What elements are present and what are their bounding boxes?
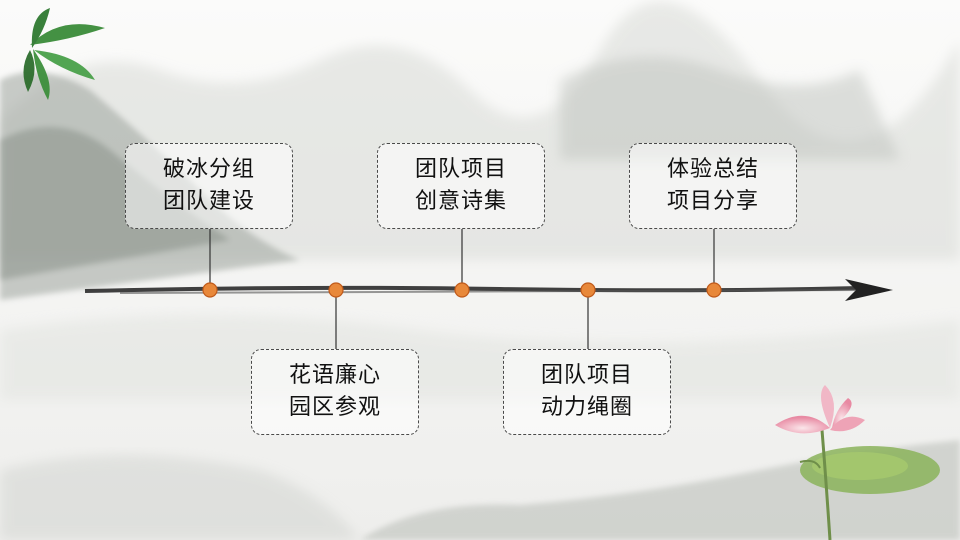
stage-line-2: 团队建设 — [162, 189, 255, 214]
stage-line-1: 团队项目 — [414, 157, 507, 182]
stage-box: 破冰分组团队建设 — [125, 143, 293, 229]
stage-line-2: 创意诗集 — [414, 189, 507, 214]
timeline-arrowhead — [845, 279, 893, 301]
bamboo-leaves-decoration — [23, 8, 105, 100]
lotus-decoration — [775, 385, 940, 540]
stage-box: 团队项目动力绳圈 — [503, 349, 671, 435]
stage-line-1: 体验总结 — [666, 157, 759, 182]
stage-line-2: 园区参观 — [288, 395, 381, 420]
timeline-dot — [328, 282, 344, 298]
stage-box: 团队项目创意诗集 — [377, 143, 545, 229]
timeline-dot — [202, 282, 218, 298]
stage-line-2: 动力绳圈 — [540, 395, 633, 420]
timeline-dot — [706, 282, 722, 298]
timeline-dot — [454, 282, 470, 298]
stage-line-2: 项目分享 — [666, 189, 759, 214]
stage-box: 体验总结项目分享 — [629, 143, 797, 229]
stage-line-1: 破冰分组 — [162, 157, 255, 182]
stage-line-1: 团队项目 — [540, 363, 633, 388]
timeline-dot — [580, 282, 596, 298]
stage-line-1: 花语廉心 — [288, 363, 381, 388]
stage-box: 花语廉心园区参观 — [251, 349, 419, 435]
